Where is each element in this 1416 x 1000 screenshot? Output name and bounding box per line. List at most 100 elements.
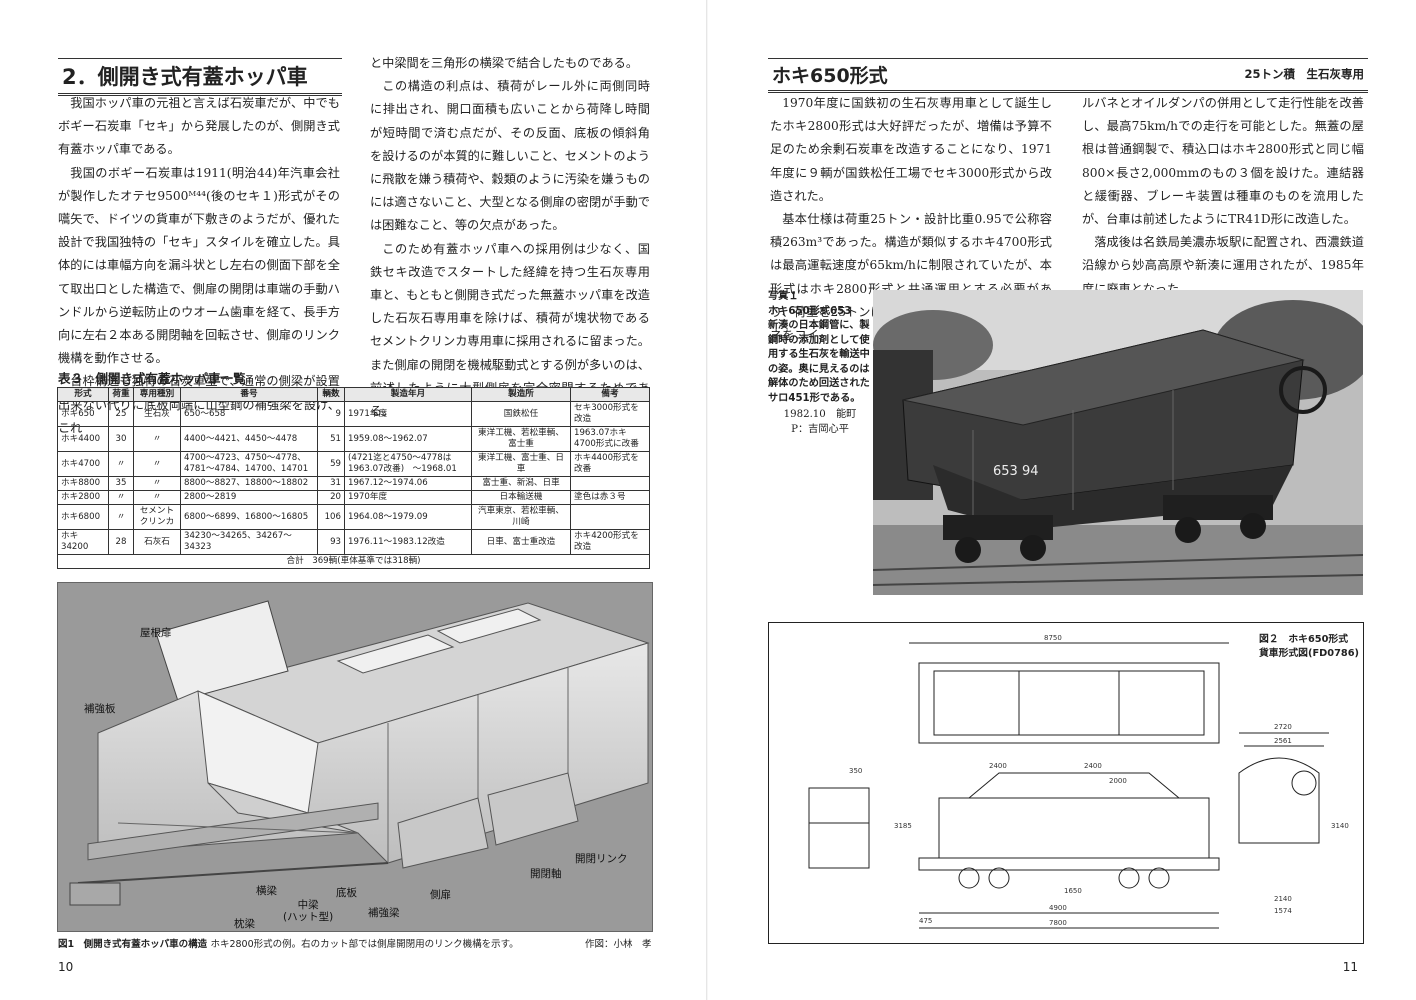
photo-caption-meta: 1982.10 能町 P：吉岡心平 (783, 409, 857, 435)
page-title: ホキ650形式 (768, 58, 1368, 93)
dim-bay-2: 2400 (1084, 762, 1102, 770)
table-total-row: 合計 369輌(車体基準では318輌) (57, 554, 650, 569)
table-cell: ホキ8800 (57, 476, 109, 491)
table-cell: 〃 (108, 490, 134, 505)
table-cell: 東洋工機、富士重、日車 (471, 451, 571, 477)
th-maker: 製造所 (471, 387, 571, 402)
page-subtitle: 25トン積 生石灰専用 (1244, 67, 1364, 81)
dim-height-right: 3140 (1331, 822, 1349, 830)
table-cell: 8800～8827、18800～18802 (180, 476, 318, 491)
table-cell: (4721迄と4750～4778は1963.07改番) ～1968.01 (344, 451, 472, 477)
figure1-caption-title: 図1 側開き式有蓋ホッパ車の構造 (58, 939, 208, 950)
table-cell: 34230～34265、34267～34323 (180, 529, 318, 555)
table-cell: 9 (317, 401, 345, 427)
table-row: ホキ4700〃〃4700～4723、4750～4778、4781～4784、14… (57, 451, 650, 477)
table-cell: 51 (317, 426, 345, 452)
th-number: 番号 (180, 387, 318, 402)
table-header-row: 形式 荷重 専用種別 番号 輌数 製造年月 製造所 備考 (57, 387, 650, 402)
label-center-beam: 中梁 (ハット型) (283, 899, 334, 923)
table-cell: ホキ650 (57, 401, 109, 427)
table-cell: 1963.07ホキ4700形式に改番 (570, 426, 650, 452)
table-cell (570, 476, 650, 491)
table-cell: 石灰石 (133, 529, 181, 555)
table-cell: 2800～2819 (180, 490, 318, 505)
label-reinforce-beam: 補強梁 (368, 907, 400, 919)
table-cell: 31 (317, 476, 345, 491)
table-cell: ホキ4400形式を改番 (570, 451, 650, 477)
table-cell: ホキ4200形式を改造 (570, 529, 650, 555)
dim-overall-length: 8750 (1044, 634, 1062, 642)
right-column-2: ルバネとオイルダンパの併用として走行性能を改善し、最高75km/hでの走行を可能… (1082, 92, 1364, 301)
table-cell: ホキ6800 (57, 504, 109, 530)
structure-figure: 屋根扉 補強板 開閉リンク 開閉軸 側扉 横梁 中梁 (ハット型) 底板 補強梁… (57, 582, 653, 932)
table-cell: 30 (108, 426, 134, 452)
table-cell (570, 504, 650, 530)
dim-bogie-centers: 4900 (1049, 904, 1067, 912)
table-cell: 東洋工機、若松車輌、富士重 (471, 426, 571, 452)
table-cell: 日車、富士重改造 (471, 529, 571, 555)
dim-bottom-width: 2140 (1274, 895, 1292, 903)
photo-caption-title: 写真１ ホキ650形式653 (768, 291, 852, 317)
page-number-left: 10 (58, 960, 74, 974)
th-cargo: 専用種別 (133, 387, 181, 402)
table-cell: 1964.08～1979.09 (344, 504, 472, 530)
dim-hatch: 2000 (1109, 777, 1127, 785)
table-cell: 1970年度 (344, 490, 472, 505)
table-cell: セメントクリンカ (133, 504, 181, 530)
table-cell: 59 (317, 451, 345, 477)
label-reinforce-plate: 補強板 (84, 703, 116, 715)
table-cell: 〃 (133, 451, 181, 477)
th-count: 輌数 (317, 387, 345, 402)
table-cell: ホキ2800 (57, 490, 109, 505)
table-cell: 〃 (133, 426, 181, 452)
paragraph: 我国ホッパ車の元祖と言えば石炭車だが、中でもボギー石炭車「セキ」から発展したのが… (58, 96, 340, 157)
left-column-2: と中梁間を三角形の横梁で結合したものである。 この構造の利点は、積荷がレール外に… (370, 52, 650, 423)
dim-overhang: 475 (919, 917, 932, 925)
th-date: 製造年月 (344, 387, 472, 402)
figure1-credit: 作図：小林 孝 (585, 939, 652, 950)
left-page: 2．側開き式有蓋ホッパ車 我国ホッパ車の元祖と言えば石炭車だが、中でもボギー石炭… (57, 52, 653, 974)
table-cell: 35 (108, 476, 134, 491)
table-cell: 106 (317, 504, 345, 530)
th-type: 形式 (57, 387, 109, 402)
table-cell: 28 (108, 529, 134, 555)
table-cell: 93 (317, 529, 345, 555)
table-cell: 650～658 (180, 401, 318, 427)
table-cell: 〃 (108, 504, 134, 530)
label-bolster: 枕梁 (234, 918, 255, 930)
table-cell: 富士重、新潟、日車 (471, 476, 571, 491)
table-title: 表３ 側開き式有蓋ホッパ車一覧 (58, 371, 246, 386)
table-cell: 〃 (133, 490, 181, 505)
page-number-right: 11 (1342, 960, 1358, 974)
dim-length: 7800 (1049, 919, 1067, 927)
table-cell: セキ3000形式を改造 (570, 401, 650, 427)
label-roof-door: 屋根扉 (140, 627, 172, 639)
table-cell: 〃 (108, 451, 134, 477)
figure1-caption-text: ホキ2800形式の例。右のカット部では側扉開閉用のリンク機構を示す。 (210, 939, 519, 950)
label-cross-beam: 横梁 (256, 885, 277, 897)
type-diagram: 8750 2720 2561 2400 2400 2000 350 3185 3… (768, 622, 1364, 944)
dim-end-height: 350 (849, 767, 862, 775)
paragraph: この構造の利点は、積荷がレール外に両側同時に排出され、開口面積も広いことから荷降… (370, 79, 650, 233)
paragraph: ルバネとオイルダンパの併用として走行性能を改善し、最高75km/hでの走行を可能… (1082, 96, 1364, 227)
label-side-door: 側扉 (430, 889, 451, 901)
table-cell: 6800～6899、16800～16805 (180, 504, 318, 530)
table-cell: 25 (108, 401, 134, 427)
label-open-shaft: 開閉軸 (530, 868, 562, 880)
hopper-cutaway-drawing (69, 600, 650, 906)
table-cell: 4400～4421、4450～4478 (180, 426, 318, 452)
dim-height-left: 3185 (894, 822, 912, 830)
table-cell: 1971年度 (344, 401, 472, 427)
section-title: 2．側開き式有蓋ホッパ車 (58, 58, 342, 96)
dim-inner-width: 2561 (1274, 737, 1292, 745)
table-cell: 塗色は赤３号 (570, 490, 650, 505)
right-page: ホキ650形式 25トン積 生石灰専用 1970年度に国鉄初の生石灰専用車として… (708, 0, 1416, 1000)
table-cell: 〃 (133, 476, 181, 491)
